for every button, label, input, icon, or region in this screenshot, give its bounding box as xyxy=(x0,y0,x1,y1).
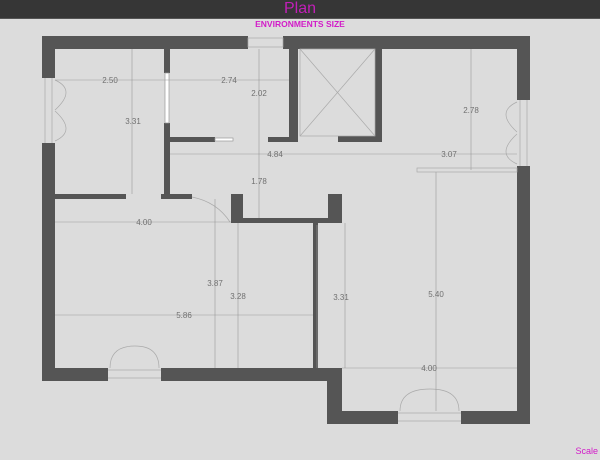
dimension-label: 4.00 xyxy=(136,218,152,227)
dimension-label: 2.50 xyxy=(102,76,118,85)
page-title: Plan xyxy=(283,0,317,17)
dimension-label: 5.40 xyxy=(428,290,444,299)
dimension-label: 3.07 xyxy=(441,150,457,159)
dimension-label: 3.31 xyxy=(333,293,349,302)
dimension-label: 4.00 xyxy=(421,364,437,373)
openings xyxy=(44,37,528,422)
title-bar: Plan xyxy=(0,0,600,19)
scale-label[interactable]: Scale xyxy=(575,446,598,456)
dimension-lines xyxy=(55,49,517,411)
dimension-label: 4.84 xyxy=(267,150,283,159)
dimension-label: 1.78 xyxy=(251,177,267,186)
walls xyxy=(42,36,530,424)
dimension-label: 5.86 xyxy=(176,311,192,320)
dimension-label: 2.74 xyxy=(221,76,237,85)
dimension-label: 3.28 xyxy=(230,292,246,301)
dimension-label: 2.02 xyxy=(251,89,267,98)
dimension-label: 3.31 xyxy=(125,117,141,126)
dimension-label: 2.78 xyxy=(463,106,479,115)
subtitle: ENVIRONMENTS SIZE xyxy=(255,19,345,29)
dimension-label: 3.87 xyxy=(207,279,223,288)
